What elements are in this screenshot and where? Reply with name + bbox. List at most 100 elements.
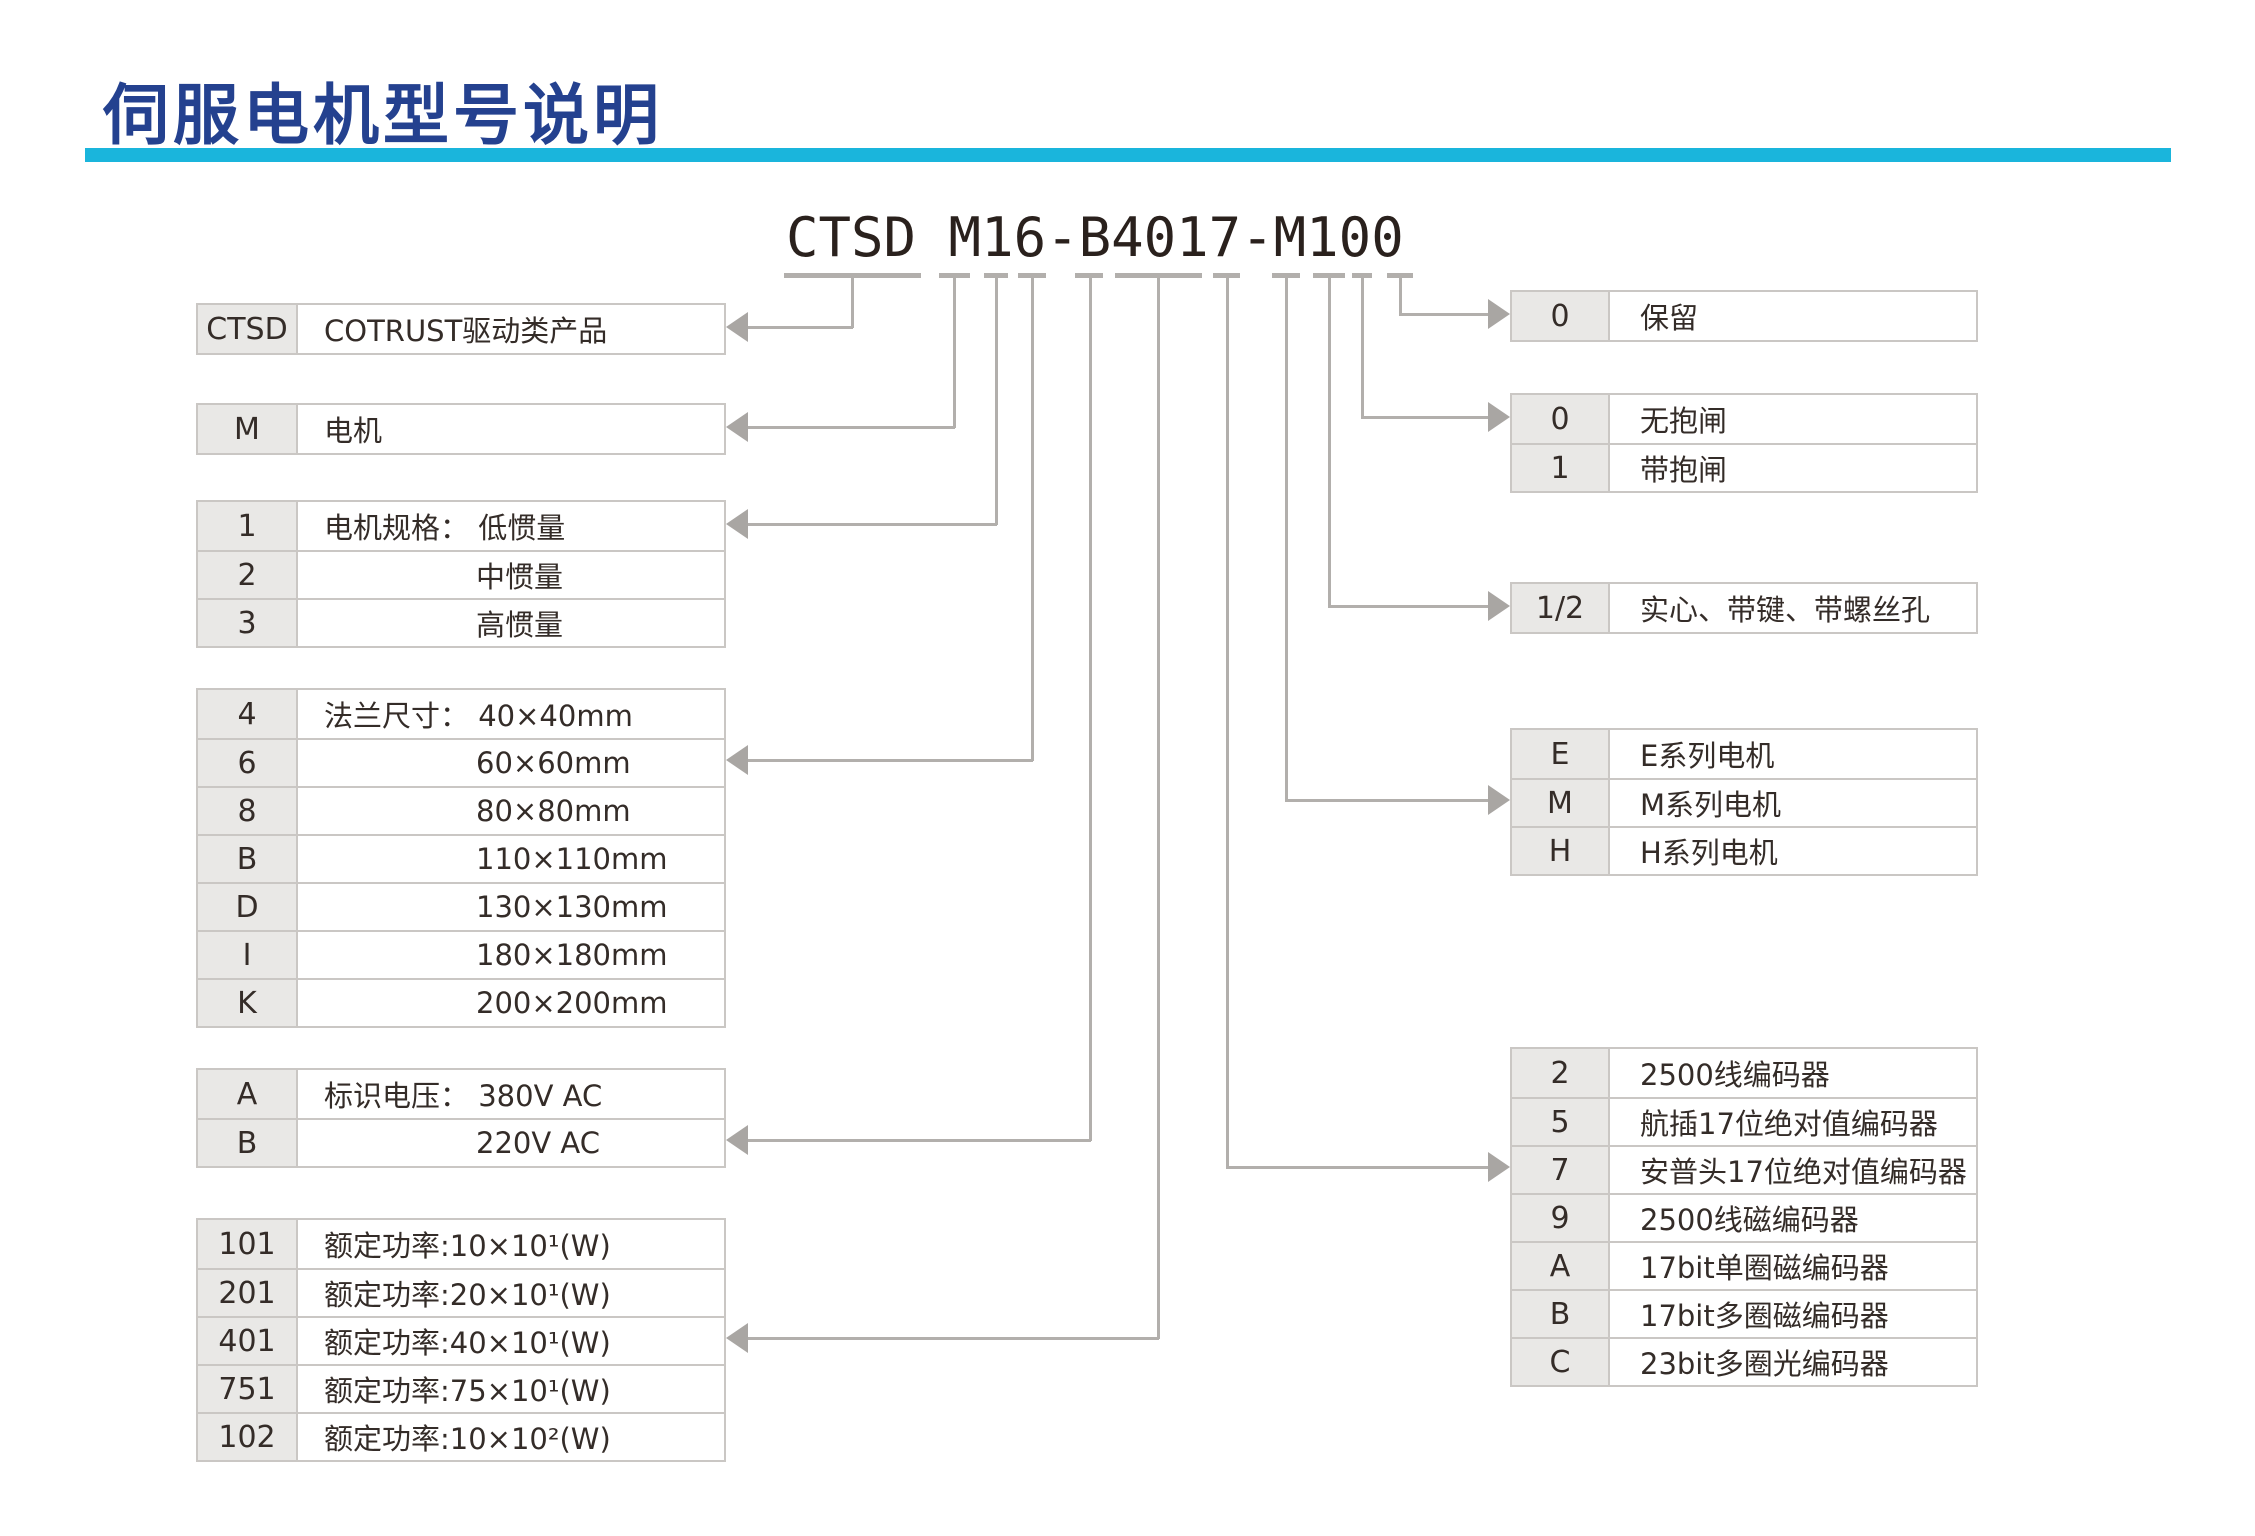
code-cell: B (1512, 1291, 1610, 1337)
code-cell: B (198, 1120, 298, 1166)
spec-table-rated-power: 101 额定功率:10×10¹(W) 201 额定功率:20×10¹(W) 401 额定功… (196, 1218, 726, 1462)
description-cell: E系列电机 (1640, 739, 1775, 773)
title-accent-bar (85, 148, 2171, 162)
arrowhead-right-icon (1488, 785, 1510, 815)
description-cell: 220V AC (476, 1126, 600, 1160)
leader-line (746, 523, 997, 526)
leader-line (746, 1139, 1091, 1142)
description-cell: 2500线编码器 (1640, 1058, 1830, 1092)
description-cell: 实心、带键、带螺丝孔 (1640, 593, 1931, 627)
description-cell: 中惯量 (476, 560, 564, 594)
code-cell: 0 (1512, 292, 1610, 340)
code-cell: 201 (198, 1270, 298, 1316)
leader-line (1328, 605, 1490, 608)
code-cell: A (198, 1070, 298, 1118)
code-cell: I (198, 932, 298, 978)
arrowhead-right-icon (1488, 591, 1510, 621)
spec-table-reserved: 0 保留 (1510, 290, 1978, 342)
leader-line (746, 759, 1033, 762)
description-cell: 保留 (1640, 301, 1699, 335)
code-cell: 401 (198, 1318, 298, 1364)
description-cell: 17bit多圈磁编码器 (1640, 1299, 1889, 1333)
code-cell: 1 (1512, 445, 1610, 491)
code-cell: A (1512, 1243, 1610, 1289)
leader-line (1361, 416, 1490, 419)
arrowhead-left-icon (726, 412, 748, 442)
description-cell: 额定功率:10×10²(W) (324, 1422, 611, 1456)
code-cell: 101 (198, 1220, 298, 1268)
code-cell: C (1512, 1339, 1610, 1385)
leader-line (746, 426, 955, 429)
arrowhead-left-icon (726, 509, 748, 539)
description-cell: M系列电机 (1640, 788, 1782, 822)
description-cell: 带抱闸 (1640, 453, 1728, 487)
description-cell: 电机 (324, 414, 383, 448)
code-underline-segment (1075, 273, 1103, 278)
code-cell: B (198, 836, 298, 882)
code-underline-segment (1272, 273, 1300, 278)
code-underline-segment (984, 273, 1008, 278)
page-title: 伺服电机型号说明 (103, 77, 663, 154)
code-cell: E (1512, 730, 1610, 778)
code-cell: 4 (198, 690, 298, 738)
code-cell: 751 (198, 1366, 298, 1412)
table-row: 201 额定功率:20×10¹(W) (198, 1268, 724, 1316)
code-cell: 5 (1512, 1099, 1610, 1145)
description-cell: 标识电压： 380V AC (324, 1079, 603, 1113)
description-cell: 额定功率:40×10¹(W) (324, 1326, 611, 1360)
leader-stem (953, 276, 956, 428)
code-underline-segment (1115, 273, 1202, 278)
table-row: 1 带抱闸 (1512, 443, 1976, 491)
code-cell: 2 (198, 552, 298, 598)
spec-table-device-type: M 电机 (196, 403, 726, 455)
code-underline-segment (784, 273, 921, 278)
code-underline-segment (1352, 273, 1372, 278)
table-row: 0 保留 (1512, 292, 1976, 340)
description-cell: 180×180mm (476, 938, 668, 972)
leader-stem (995, 276, 998, 525)
leader-stem (1157, 276, 1160, 1339)
description-cell: 额定功率:10×10¹(W) (324, 1229, 611, 1263)
arrowhead-left-icon (726, 312, 748, 342)
table-row: A 标识电压： 380V AC (198, 1070, 724, 1118)
spec-table-rated-voltage: A 标识电压： 380V AC B 220V AC (196, 1068, 726, 1168)
arrowhead-right-icon (1488, 299, 1510, 329)
code-cell: 0 (1512, 395, 1610, 443)
leader-stem (1361, 276, 1364, 418)
leader-stem (1328, 276, 1331, 607)
leader-line (746, 1337, 1159, 1340)
arrowhead-left-icon (726, 1125, 748, 1155)
table-row: I 180×180mm (198, 930, 724, 978)
description-cell: 额定功率:20×10¹(W) (324, 1278, 611, 1312)
leader-stem (1399, 276, 1402, 315)
description-cell: 130×130mm (476, 890, 668, 924)
description-cell: 200×200mm (476, 986, 668, 1020)
description-cell: 电机规格： 低惯量 (324, 511, 566, 545)
table-row: B 220V AC (198, 1118, 724, 1166)
leader-stem (1089, 276, 1092, 1141)
description-cell: 2500线磁编码器 (1640, 1203, 1859, 1237)
arrowhead-left-icon (726, 1323, 748, 1353)
description-cell: 安普头17位绝对值编码器 (1640, 1155, 1967, 1189)
leader-line (1226, 1166, 1490, 1169)
code-cell: M (198, 405, 298, 453)
description-cell: H系列电机 (1640, 836, 1778, 870)
leader-line (746, 326, 853, 329)
